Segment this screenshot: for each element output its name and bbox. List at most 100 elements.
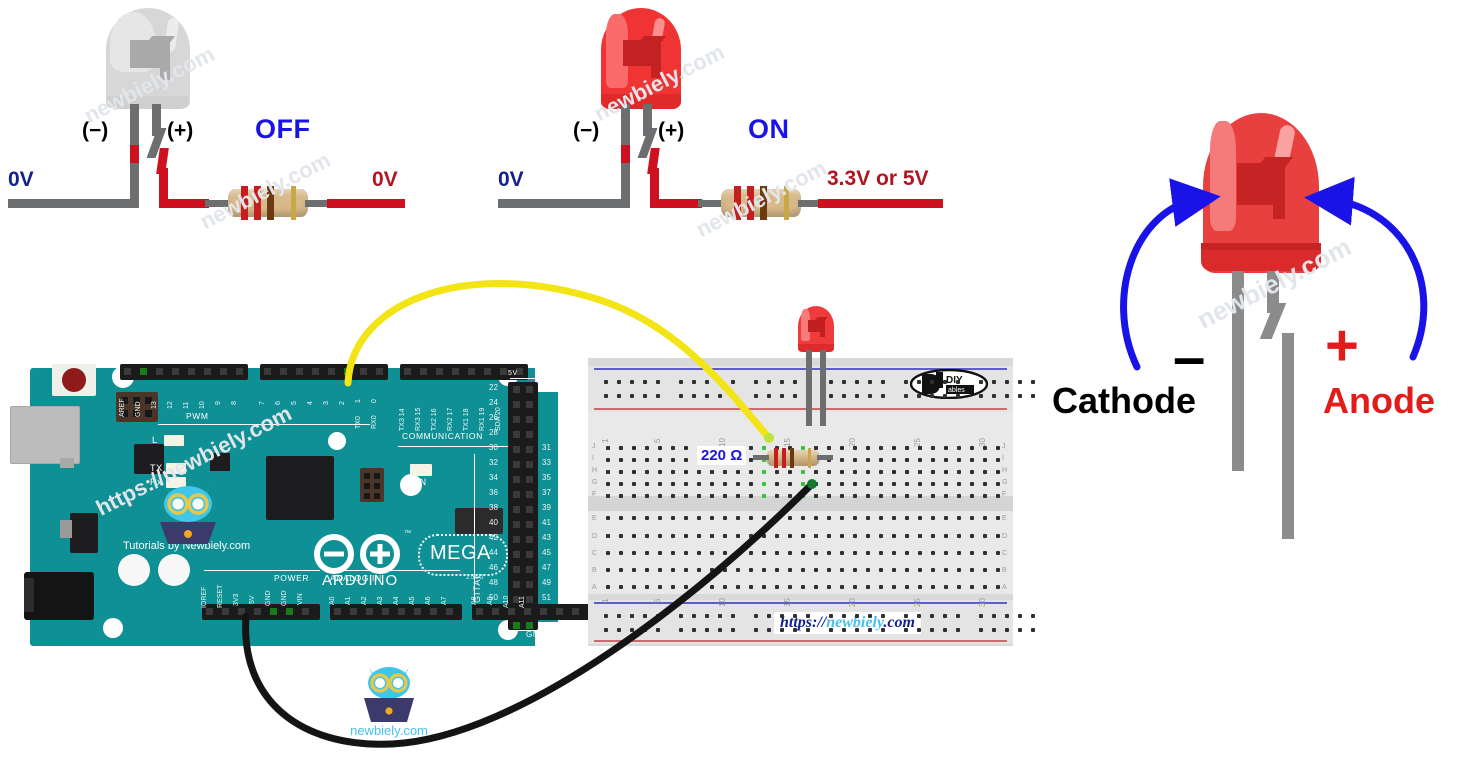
breadboard-hole[interactable] xyxy=(767,394,771,398)
breadboard-hole[interactable] xyxy=(645,482,649,486)
breadboard-hole[interactable] xyxy=(645,568,649,572)
breadboard-hole[interactable] xyxy=(996,446,1000,450)
breadboard-hole[interactable] xyxy=(879,482,883,486)
breadboard-hole[interactable] xyxy=(645,470,649,474)
breadboard-hole[interactable] xyxy=(749,585,753,589)
breadboard-hole[interactable] xyxy=(892,482,896,486)
breadboard-hole[interactable] xyxy=(853,534,857,538)
breadboard-hole[interactable] xyxy=(868,380,872,384)
breadboard-hole[interactable] xyxy=(918,551,922,555)
breadboard-hole[interactable] xyxy=(723,516,727,520)
breadboard-hole[interactable] xyxy=(762,516,766,520)
breadboard-hole[interactable] xyxy=(762,482,766,486)
breadboard-hole[interactable] xyxy=(645,458,649,462)
breadboard-hole[interactable] xyxy=(979,394,983,398)
breadboard-hole[interactable] xyxy=(736,551,740,555)
breadboard-hole[interactable] xyxy=(767,380,771,384)
breadboard-hole[interactable] xyxy=(692,394,696,398)
breadboard-hole[interactable] xyxy=(749,482,753,486)
breadboard-hole[interactable] xyxy=(679,614,683,618)
breadboard-hole[interactable] xyxy=(692,628,696,632)
breadboard-hole[interactable] xyxy=(944,568,948,572)
breadboard-hole[interactable] xyxy=(736,470,740,474)
breadboard-hole[interactable] xyxy=(736,494,740,498)
breadboard-hole[interactable] xyxy=(697,568,701,572)
breadboard-hole[interactable] xyxy=(775,516,779,520)
breadboard-hole[interactable] xyxy=(842,394,846,398)
breadboard-hole[interactable] xyxy=(881,380,885,384)
breadboard-hole[interactable] xyxy=(606,568,610,572)
breadboard-hole[interactable] xyxy=(905,446,909,450)
breadboard-hole[interactable] xyxy=(944,516,948,520)
breadboard-hole[interactable] xyxy=(656,614,660,618)
breadboard-hole[interactable] xyxy=(749,568,753,572)
breadboard-hole[interactable] xyxy=(697,494,701,498)
breadboard-hole[interactable] xyxy=(710,494,714,498)
breadboard-hole[interactable] xyxy=(801,516,805,520)
breadboard-hole[interactable] xyxy=(1018,394,1022,398)
breadboard-hole[interactable] xyxy=(853,482,857,486)
breadboard-hole[interactable] xyxy=(801,568,805,572)
breadboard-hole[interactable] xyxy=(814,551,818,555)
breadboard-hole[interactable] xyxy=(970,482,974,486)
breadboard-hole[interactable] xyxy=(793,394,797,398)
breadboard-hole[interactable] xyxy=(827,446,831,450)
breadboard-hole[interactable] xyxy=(767,628,771,632)
breadboard-hole[interactable] xyxy=(762,551,766,555)
breadboard-hole[interactable] xyxy=(754,614,758,618)
breadboard-hole[interactable] xyxy=(892,534,896,538)
breadboard-hole[interactable] xyxy=(749,516,753,520)
breadboard-hole[interactable] xyxy=(710,516,714,520)
breadboard-hole[interactable] xyxy=(917,614,921,618)
breadboard-hole[interactable] xyxy=(793,380,797,384)
breadboard-hole[interactable] xyxy=(801,585,805,589)
breadboard-hole[interactable] xyxy=(983,494,987,498)
breadboard-hole[interactable] xyxy=(754,628,758,632)
breadboard-hole[interactable] xyxy=(996,551,1000,555)
breadboard-hole[interactable] xyxy=(684,551,688,555)
breadboard-hole[interactable] xyxy=(970,458,974,462)
breadboard-hole[interactable] xyxy=(643,614,647,618)
breadboard-hole[interactable] xyxy=(930,380,934,384)
breadboard-hole[interactable] xyxy=(788,568,792,572)
breadboard-hole[interactable] xyxy=(1031,394,1035,398)
breadboard-hole[interactable] xyxy=(801,470,805,474)
breadboard-hole[interactable] xyxy=(671,470,675,474)
breadboard-hole[interactable] xyxy=(710,551,714,555)
breadboard-hole[interactable] xyxy=(905,482,909,486)
breadboard-hole[interactable] xyxy=(983,470,987,474)
breadboard-hole[interactable] xyxy=(731,628,735,632)
breadboard-hole[interactable] xyxy=(866,551,870,555)
breadboard-hole-grid[interactable] xyxy=(588,358,1035,646)
breadboard-hole[interactable] xyxy=(855,380,859,384)
breadboard-hole[interactable] xyxy=(754,394,758,398)
breadboard-hole[interactable] xyxy=(749,458,753,462)
breadboard-hole[interactable] xyxy=(632,446,636,450)
breadboard-hole[interactable] xyxy=(731,380,735,384)
breadboard-hole[interactable] xyxy=(840,568,844,572)
breadboard-hole[interactable] xyxy=(705,380,709,384)
breadboard-hole[interactable] xyxy=(879,568,883,572)
breadboard-hole[interactable] xyxy=(754,380,758,384)
breadboard-hole[interactable] xyxy=(879,585,883,589)
breadboard-hole[interactable] xyxy=(1031,628,1035,632)
breadboard-hole[interactable] xyxy=(736,534,740,538)
breadboard-hole[interactable] xyxy=(697,470,701,474)
breadboard-hole[interactable] xyxy=(692,380,696,384)
breadboard-hole[interactable] xyxy=(944,458,948,462)
breadboard-hole[interactable] xyxy=(619,551,623,555)
breadboard-hole[interactable] xyxy=(723,585,727,589)
breadboard-hole[interactable] xyxy=(671,482,675,486)
breadboard-hole[interactable] xyxy=(643,394,647,398)
breadboard-hole[interactable] xyxy=(697,534,701,538)
breadboard-hole[interactable] xyxy=(905,470,909,474)
breadboard-hole[interactable] xyxy=(762,568,766,572)
breadboard-hole[interactable] xyxy=(723,568,727,572)
breadboard-hole[interactable] xyxy=(606,551,610,555)
breadboard-hole[interactable] xyxy=(957,458,961,462)
breadboard-hole[interactable] xyxy=(749,470,753,474)
breadboard-hole[interactable] xyxy=(866,470,870,474)
breadboard-hole[interactable] xyxy=(827,534,831,538)
breadboard-hole[interactable] xyxy=(881,394,885,398)
breadboard-hole[interactable] xyxy=(619,585,623,589)
